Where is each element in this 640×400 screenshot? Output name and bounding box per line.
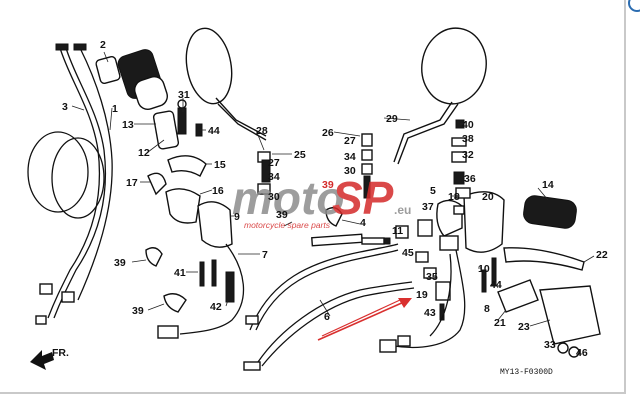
right-switch-housing xyxy=(379,187,505,353)
throttle-cable-loop xyxy=(27,43,113,325)
callout-28: 28 xyxy=(256,125,268,137)
callout-16: 16 xyxy=(212,185,224,197)
callout-46: 46 xyxy=(576,347,588,359)
callout-38: 38 xyxy=(462,133,474,145)
callout-40: 40 xyxy=(462,119,474,131)
callout-39b: 39 xyxy=(132,305,144,317)
watermark: moto SP .eu motorcycle spare parts xyxy=(232,172,411,230)
callout-27b: 27 xyxy=(344,135,356,147)
callout-39c: 39 xyxy=(276,209,288,221)
callout-44b: 44 xyxy=(490,279,502,291)
right-grip-lever xyxy=(481,195,601,358)
callout-13: 13 xyxy=(122,119,134,131)
front-label: FR. xyxy=(52,347,69,359)
callout-34a: 34 xyxy=(268,171,280,183)
callout-41: 41 xyxy=(174,267,186,279)
callout-25: 25 xyxy=(294,149,306,161)
callout-29: 29 xyxy=(386,113,398,125)
callout-19: 19 xyxy=(416,289,428,301)
callout-1: 1 xyxy=(112,103,118,115)
watermark-tagline: motorcycle spare parts xyxy=(244,220,331,230)
callout-37: 37 xyxy=(422,201,434,213)
callout-30b: 30 xyxy=(344,165,356,177)
callout-43: 43 xyxy=(424,307,436,319)
callout-2: 2 xyxy=(100,39,106,51)
callout-8: 8 xyxy=(484,303,490,315)
callout-4: 4 xyxy=(360,217,366,229)
callout-20: 20 xyxy=(482,191,494,203)
callout-42: 42 xyxy=(210,301,222,313)
callout-45: 45 xyxy=(402,247,414,259)
callout-21: 21 xyxy=(494,317,506,329)
left-switch-housing xyxy=(145,155,245,339)
callout-34b: 34 xyxy=(344,151,356,163)
callout-9: 9 xyxy=(234,211,240,223)
callout-23: 23 xyxy=(518,321,530,333)
front-arrow-icon xyxy=(30,350,54,370)
callout-32: 32 xyxy=(462,149,474,161)
callout-14: 14 xyxy=(542,179,554,191)
watermark-brand-right: SP xyxy=(332,172,394,224)
callout-5: 5 xyxy=(430,185,436,197)
center-small-parts xyxy=(325,207,409,239)
callout-15: 15 xyxy=(214,159,226,171)
right-mirror xyxy=(393,27,487,185)
callout-10: 10 xyxy=(478,263,490,275)
left-mirror xyxy=(185,27,271,195)
red-arrow-icon xyxy=(317,298,412,341)
callout-18: 18 xyxy=(448,191,460,203)
callout-26: 26 xyxy=(322,127,334,139)
callout-17: 17 xyxy=(126,177,138,189)
watermark-domain: .eu xyxy=(394,203,411,217)
callout-labels: 1 2 3 4 5 6 7 8 9 10 11 12 13 14 15 16 1… xyxy=(62,39,608,359)
center-cables xyxy=(243,233,415,371)
callout-35: 35 xyxy=(426,271,438,283)
document-code: MY13-F0300D xyxy=(500,368,553,377)
callout-12: 12 xyxy=(138,147,150,159)
parts-exploded-diagram: moto SP .eu motorcycle spare parts FR. M… xyxy=(27,27,608,377)
callout-7: 7 xyxy=(262,249,268,261)
watermark-brand-left: moto xyxy=(232,172,344,224)
callout-11: 11 xyxy=(392,225,403,237)
mirror-stem-parts xyxy=(361,133,373,199)
callout-39-red: 39 xyxy=(322,179,334,191)
callout-3: 3 xyxy=(62,101,68,113)
callout-31: 31 xyxy=(178,89,190,101)
corner-badge-icon xyxy=(626,0,640,14)
callout-39a: 39 xyxy=(114,257,126,269)
callout-6: 6 xyxy=(324,311,330,323)
callout-33: 33 xyxy=(544,339,556,351)
callout-22: 22 xyxy=(596,249,608,261)
callout-36: 36 xyxy=(464,173,476,185)
callout-27a: 27 xyxy=(268,157,280,169)
throttle-grip-assembly xyxy=(95,49,203,150)
leader-lines xyxy=(71,51,595,327)
callout-44a: 44 xyxy=(208,125,220,137)
callout-30a: 30 xyxy=(268,191,280,203)
front-direction-indicator: FR. xyxy=(30,347,69,370)
